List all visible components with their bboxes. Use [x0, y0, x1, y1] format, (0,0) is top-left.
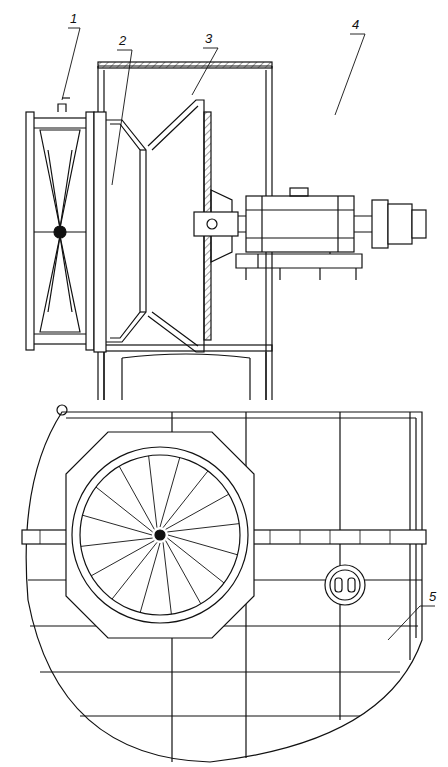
- impeller-blade: [167, 524, 239, 532]
- callout-number: 1: [69, 12, 78, 26]
- impeller-blade: [112, 542, 157, 599]
- impeller-blade: [81, 538, 153, 546]
- impeller-blade: [167, 538, 224, 583]
- impeller-blade: [91, 541, 154, 576]
- impeller-blade: [119, 466, 154, 529]
- callout-number: 4: [351, 18, 360, 32]
- impeller-blade: [140, 543, 160, 613]
- impeller-blade: [163, 542, 171, 614]
- inlet-cone: [106, 120, 146, 342]
- inlet-damper: [26, 98, 94, 350]
- callout-number: 3: [204, 32, 213, 46]
- scroll-casing: [22, 405, 426, 762]
- callout-number: 5: [428, 590, 437, 604]
- fan-housing: [94, 62, 272, 400]
- impeller: [148, 100, 238, 352]
- impeller-blade: [149, 456, 157, 528]
- impeller-blade: [166, 494, 229, 529]
- impeller-blade: [82, 515, 152, 535]
- impeller-blade: [168, 535, 238, 555]
- impeller-blade: [163, 471, 208, 528]
- bearing-unit: [236, 188, 426, 280]
- callout-number: 2: [118, 34, 127, 48]
- impeller-blade: [166, 541, 201, 604]
- impeller-blade: [160, 457, 180, 527]
- impeller-blade: [96, 487, 153, 532]
